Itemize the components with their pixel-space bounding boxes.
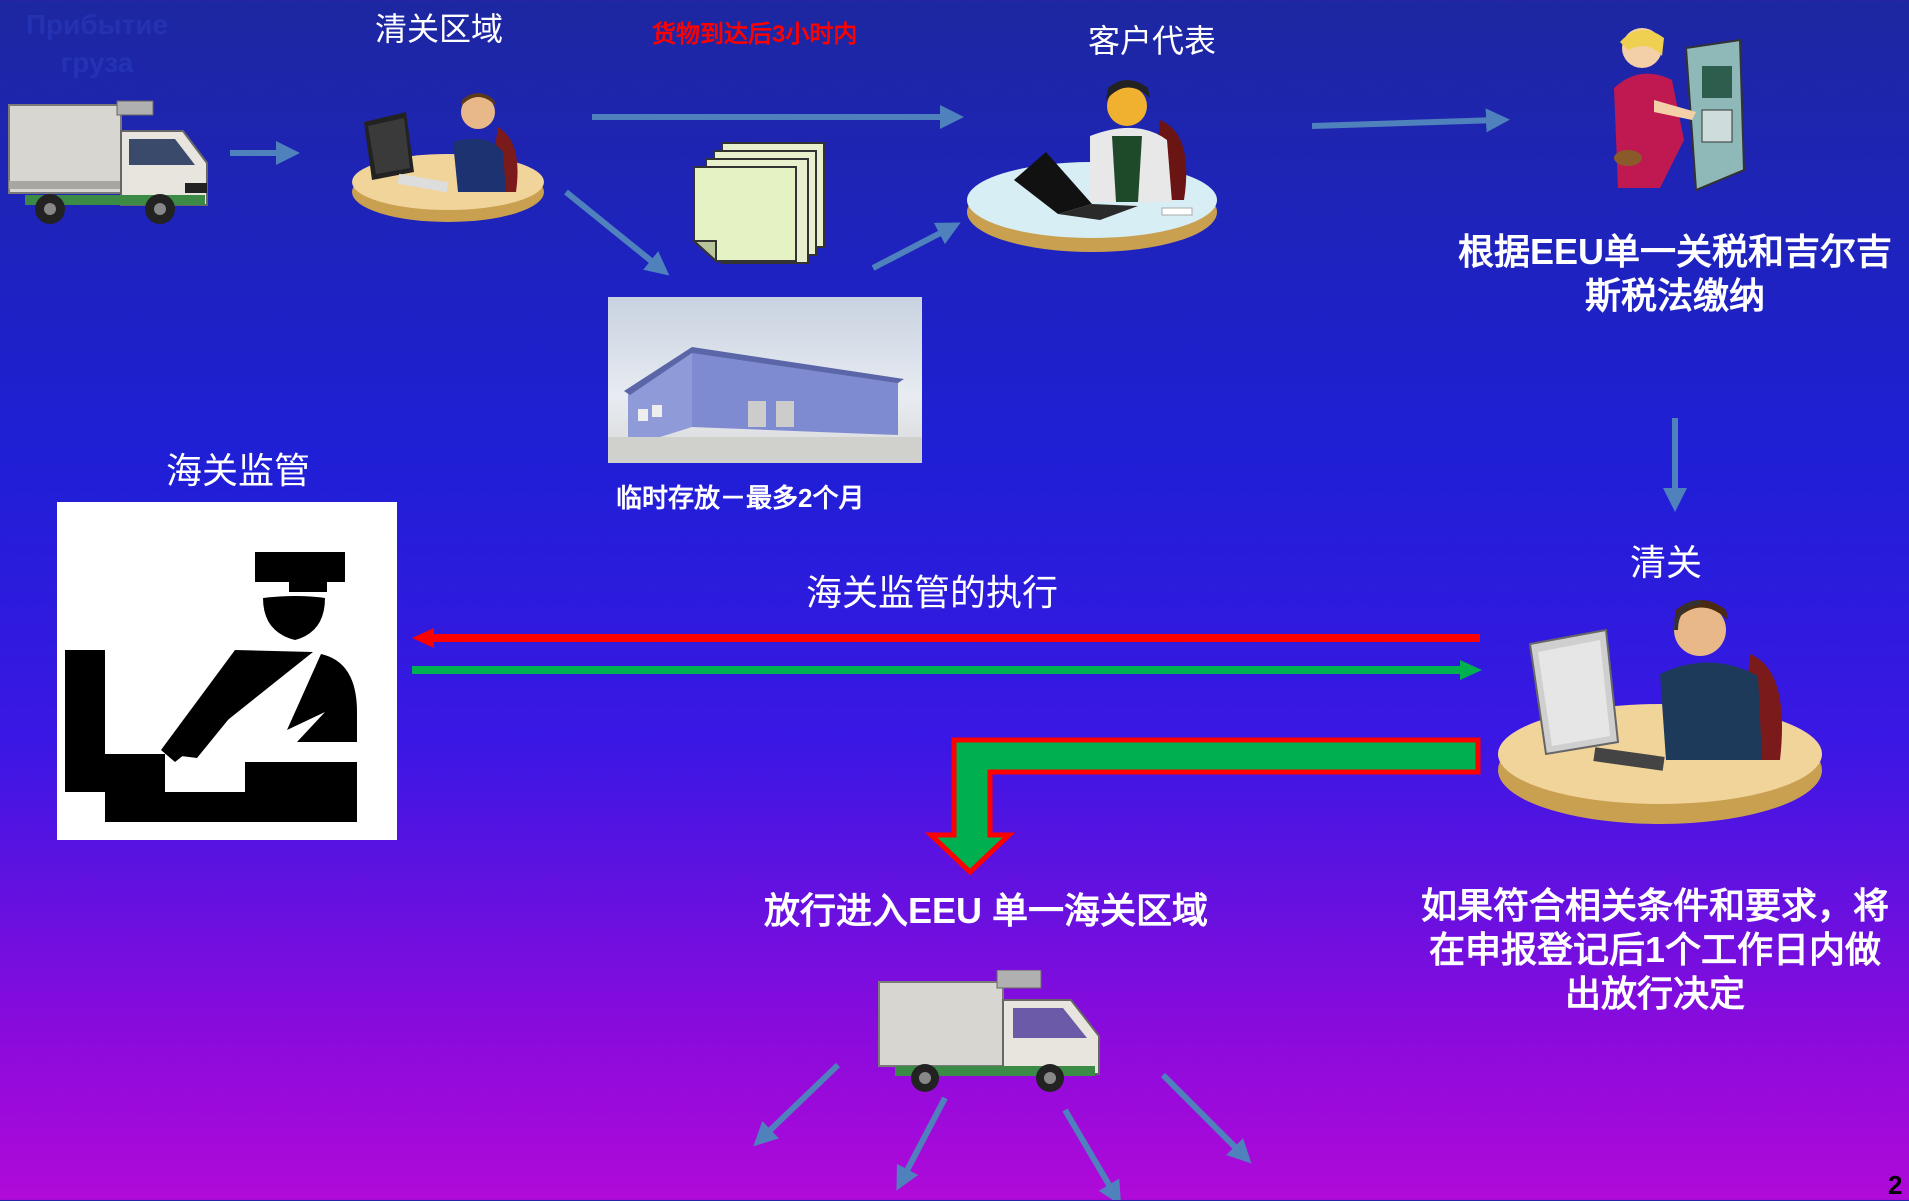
headset-operator-icon xyxy=(1498,600,1822,824)
truck-icon xyxy=(878,970,1100,1092)
faded-title: Прибытие груза xyxy=(25,9,169,78)
warehouse-image xyxy=(608,297,922,463)
green-arrow-to-clearance xyxy=(412,660,1482,680)
arrow-storage-to-rep xyxy=(871,222,961,271)
arrow-clearance-to-storage xyxy=(564,189,670,276)
arrow-truck-out-2 xyxy=(896,1096,948,1191)
red-arrow-to-control xyxy=(412,628,1480,648)
release-condition-note: 如果符合相关条件和要求，将在申报登记后1个工作日内做出放行决定 xyxy=(1420,885,1889,1014)
customs-clearance-label: 清关 xyxy=(1630,542,1703,583)
truck-icon xyxy=(8,100,208,224)
arrival-time-label: 货物到达后3小时内 xyxy=(652,21,858,48)
temporary-storage-label: 临时存放－最多2个月 xyxy=(616,483,865,513)
customer-rep-icon xyxy=(967,80,1217,252)
page-number: 2 xyxy=(1888,1170,1903,1200)
arrow-truck-out-3 xyxy=(1062,1108,1122,1200)
warehouse-icon xyxy=(608,347,922,463)
release-eeu-label: 放行进入EEU 单一海关区域 xyxy=(764,890,1209,931)
documents-stack-icon xyxy=(691,142,825,264)
payment-note: 根据EEU单一关税和吉尔吉斯税法缴纳 xyxy=(1457,231,1893,316)
arrow-rep-to-payment xyxy=(1311,108,1510,133)
cashier-icon xyxy=(1614,28,1746,192)
release-arrow xyxy=(924,737,1481,876)
computer-operator-icon xyxy=(352,93,544,222)
clearance-zone-label: 清关区域 xyxy=(375,11,504,47)
arrow-truck-out-4 xyxy=(1160,1072,1252,1164)
customer-rep-label: 客户代表 xyxy=(1088,23,1217,59)
customs-control-exec-label: 海关监管的执行 xyxy=(806,572,1059,613)
customs-control-label: 海关监管 xyxy=(166,450,311,491)
arrow-truck-out-1 xyxy=(753,1062,841,1147)
customs-officer-pictogram xyxy=(65,552,357,822)
customs-officer-panel xyxy=(57,502,397,840)
